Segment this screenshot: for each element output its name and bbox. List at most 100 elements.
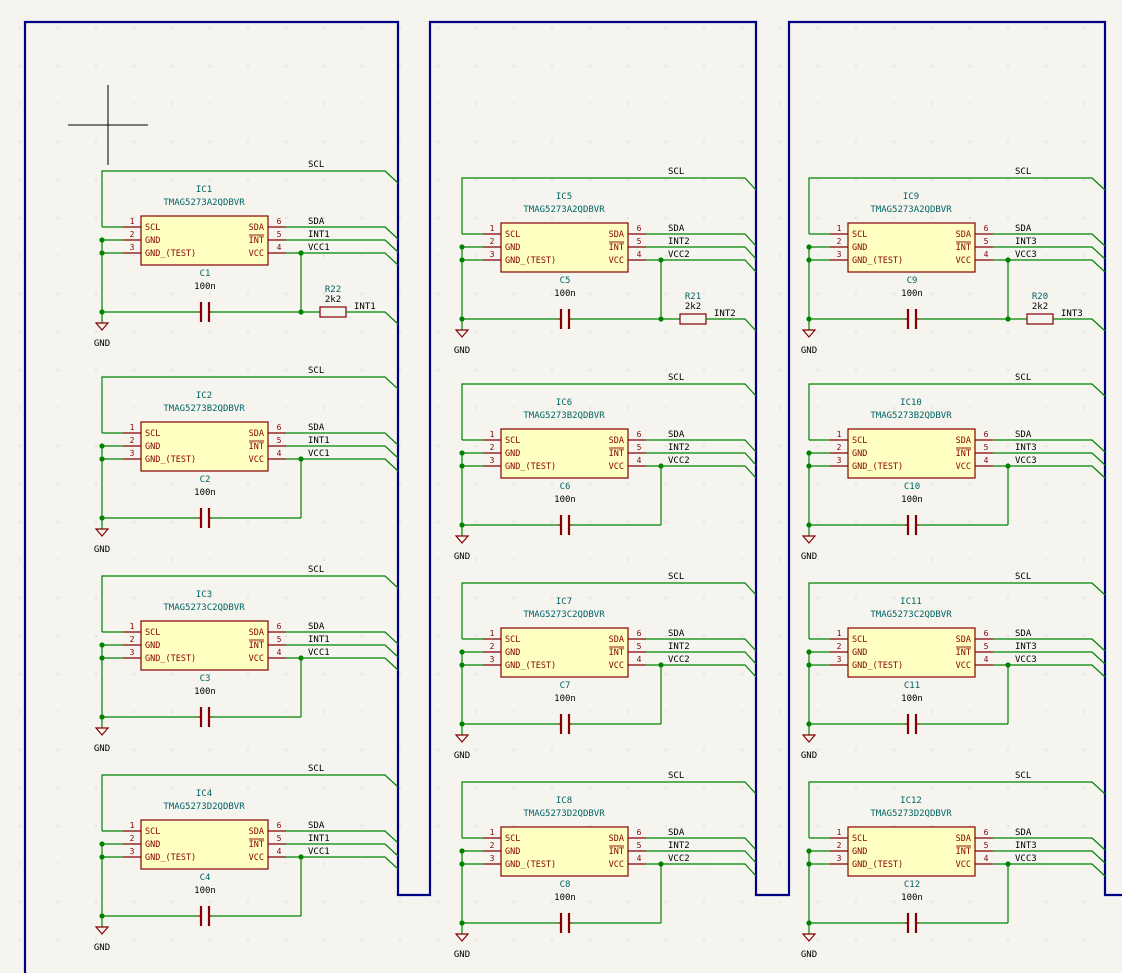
grid-dot (741, 673, 743, 675)
grid-dot (19, 65, 21, 67)
pin-name: INT (249, 442, 264, 452)
ic-reference: IC8 (556, 796, 572, 806)
grid-dot (171, 711, 173, 713)
grid-dot (323, 939, 325, 941)
grid-dot (969, 559, 971, 561)
sensor-cell: SCLGNDIC8TMAG5273D2QDBVR1SCL2GND3GND_(TE… (454, 771, 757, 960)
ic-body (140, 215, 269, 266)
grid-dot (285, 369, 287, 371)
grid-dot (95, 369, 97, 371)
grid-dot (513, 293, 515, 295)
junction-dot (658, 463, 664, 469)
grid-dot (1083, 217, 1085, 219)
grid-dot (19, 483, 21, 485)
junction-dot (658, 257, 664, 263)
grid-dot (437, 825, 439, 827)
grid-dot (855, 179, 857, 181)
grid-dot (513, 369, 515, 371)
pin-number: 6 (984, 224, 989, 233)
grid-dot (931, 597, 933, 599)
int-wire (993, 651, 1106, 665)
grid-dot (1083, 293, 1085, 295)
grid-dot (19, 521, 21, 523)
grid-dot (475, 103, 477, 105)
grid-dot (855, 407, 857, 409)
grid-dot (703, 369, 705, 371)
grid-dot (361, 103, 363, 105)
ic-part-number: TMAG5273B2QDBVR (870, 411, 952, 421)
grid-dot (209, 407, 211, 409)
scl-wire (101, 575, 399, 632)
grid-dot (1007, 331, 1009, 333)
pin-number: 6 (277, 821, 282, 830)
grid-dot (285, 65, 287, 67)
scl-wire (808, 177, 1106, 234)
grid-dot (969, 711, 971, 713)
grid-dot (57, 255, 59, 257)
pin-name: GND_(TEST) (852, 256, 903, 266)
pin-number: 1 (837, 430, 842, 439)
grid-dot (665, 749, 667, 751)
grid-dot (741, 369, 743, 371)
grid-dot (893, 179, 895, 181)
ic-reference: IC4 (196, 789, 212, 799)
grid-dot (893, 217, 895, 219)
grid-dot (323, 901, 325, 903)
grid-dot (665, 673, 667, 675)
grid-dot (133, 521, 135, 523)
grid-dot (893, 521, 895, 523)
grid-dot (95, 445, 97, 447)
sda-net-label: SDA (1015, 224, 1032, 234)
int-net-label: INT3 (1015, 841, 1037, 851)
grid-dot (1045, 65, 1047, 67)
grid-dot (95, 521, 97, 523)
sda-net-label: SDA (1015, 430, 1032, 440)
grid-dot (57, 597, 59, 599)
grid-dot (323, 65, 325, 67)
grid-dot (57, 901, 59, 903)
grid-dot (817, 787, 819, 789)
grid-dot (399, 103, 401, 105)
grid-dot (893, 559, 895, 561)
pin-number: 1 (837, 224, 842, 233)
grid-dot (1007, 559, 1009, 561)
grid-dot (817, 179, 819, 181)
grid-dot (1083, 65, 1085, 67)
pin-name: INT (249, 236, 264, 246)
grid-dot (57, 179, 59, 181)
grid-dot (817, 103, 819, 105)
grid-dot (437, 255, 439, 257)
grid-dot (855, 787, 857, 789)
pin-name: GND_(TEST) (852, 661, 903, 671)
grid-dot (57, 635, 59, 637)
scl-net-label: SCL (668, 771, 684, 781)
int-wire (646, 850, 757, 864)
grid-dot (627, 369, 629, 371)
grid-dot (285, 407, 287, 409)
grid-dot (627, 787, 629, 789)
grid-dot (931, 141, 933, 143)
ground-icon (801, 535, 817, 544)
grid-dot (779, 331, 781, 333)
pin-name: SCL (852, 635, 867, 645)
capacitor-value: 100n (194, 282, 216, 292)
pin-name: INT (249, 641, 264, 651)
ground-icon (801, 734, 817, 743)
grid-dot (95, 141, 97, 143)
grid-dot (1007, 597, 1009, 599)
grid-dot (57, 331, 59, 333)
grid-dot (627, 331, 629, 333)
pin-name: GND (145, 236, 160, 246)
int-net-label: INT1 (308, 436, 330, 446)
grid-dot (1045, 559, 1047, 561)
grid-dot (779, 711, 781, 713)
gnd-label: GND (801, 751, 817, 761)
grid-dot (665, 65, 667, 67)
int-wire (286, 843, 399, 857)
sda-wire (646, 233, 757, 247)
grid-dot (589, 331, 591, 333)
grid-dot (19, 407, 21, 409)
grid-dot (627, 27, 629, 29)
grid-dot (399, 179, 401, 181)
